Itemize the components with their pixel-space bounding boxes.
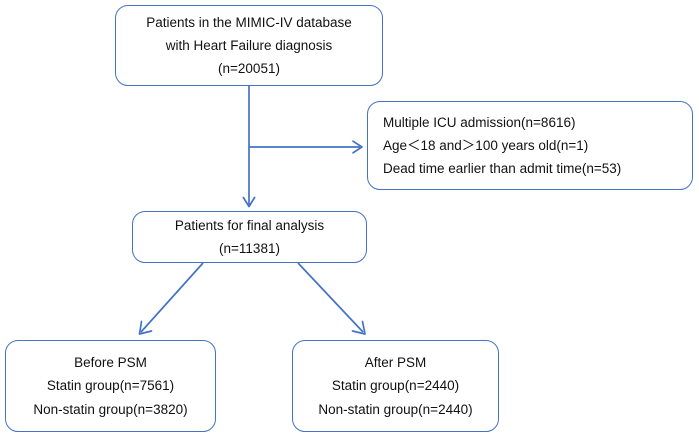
arrowhead-final-to-before-psm bbox=[138, 320, 153, 335]
node-source-cohort: Patients in the MIMIC-IV database with H… bbox=[115, 5, 383, 86]
edge-final-to-after-psm bbox=[297, 262, 364, 333]
node-source-line-2: with Heart Failure diagnosis bbox=[165, 37, 333, 53]
node-after-psm-line-2: Statin group(n=2440) bbox=[331, 378, 460, 394]
node-before-psm-line-3: Non-statin group(n=3820) bbox=[33, 401, 188, 417]
node-before-psm-line-2: Statin group(n=7561) bbox=[46, 378, 175, 394]
node-after-psm-line-3: Non-statin group(n=2440) bbox=[318, 401, 473, 417]
node-before-psm-group: Before PSM Statin group(n=7561) Non-stat… bbox=[5, 340, 216, 432]
node-before-psm-line-1: Before PSM bbox=[74, 355, 147, 371]
arrowhead-source-to-final bbox=[242, 196, 256, 208]
node-final-line-2: (n=11381) bbox=[219, 241, 280, 256]
arrowhead-source-to-excluded bbox=[352, 140, 363, 154]
node-excluded-line-2: Age＜18 and＞100 years old(n=1) bbox=[383, 137, 589, 153]
node-exclusion-criteria: Multiple ICU admission(n=8616) Age＜18 an… bbox=[367, 101, 693, 190]
edge-final-to-before-psm bbox=[140, 262, 204, 333]
node-excluded-line-1: Multiple ICU admission(n=8616) bbox=[383, 114, 576, 130]
node-excluded-line-3: Dead time earlier than admit time(n=53) bbox=[383, 161, 622, 177]
node-after-psm-line-1: After PSM bbox=[364, 355, 427, 371]
arrowhead-final-to-after-psm bbox=[351, 320, 366, 335]
node-source-line-3: (n=20051) bbox=[218, 61, 280, 77]
node-final-line-1: Patients for final analysis bbox=[174, 217, 325, 233]
node-final-analysis-cohort: Patients for final analysis (n=11381) bbox=[132, 211, 367, 263]
node-source-line-1: Patients in the MIMIC-IV database bbox=[146, 14, 352, 30]
node-after-psm-group: After PSM Statin group(n=2440) Non-stati… bbox=[292, 340, 499, 432]
